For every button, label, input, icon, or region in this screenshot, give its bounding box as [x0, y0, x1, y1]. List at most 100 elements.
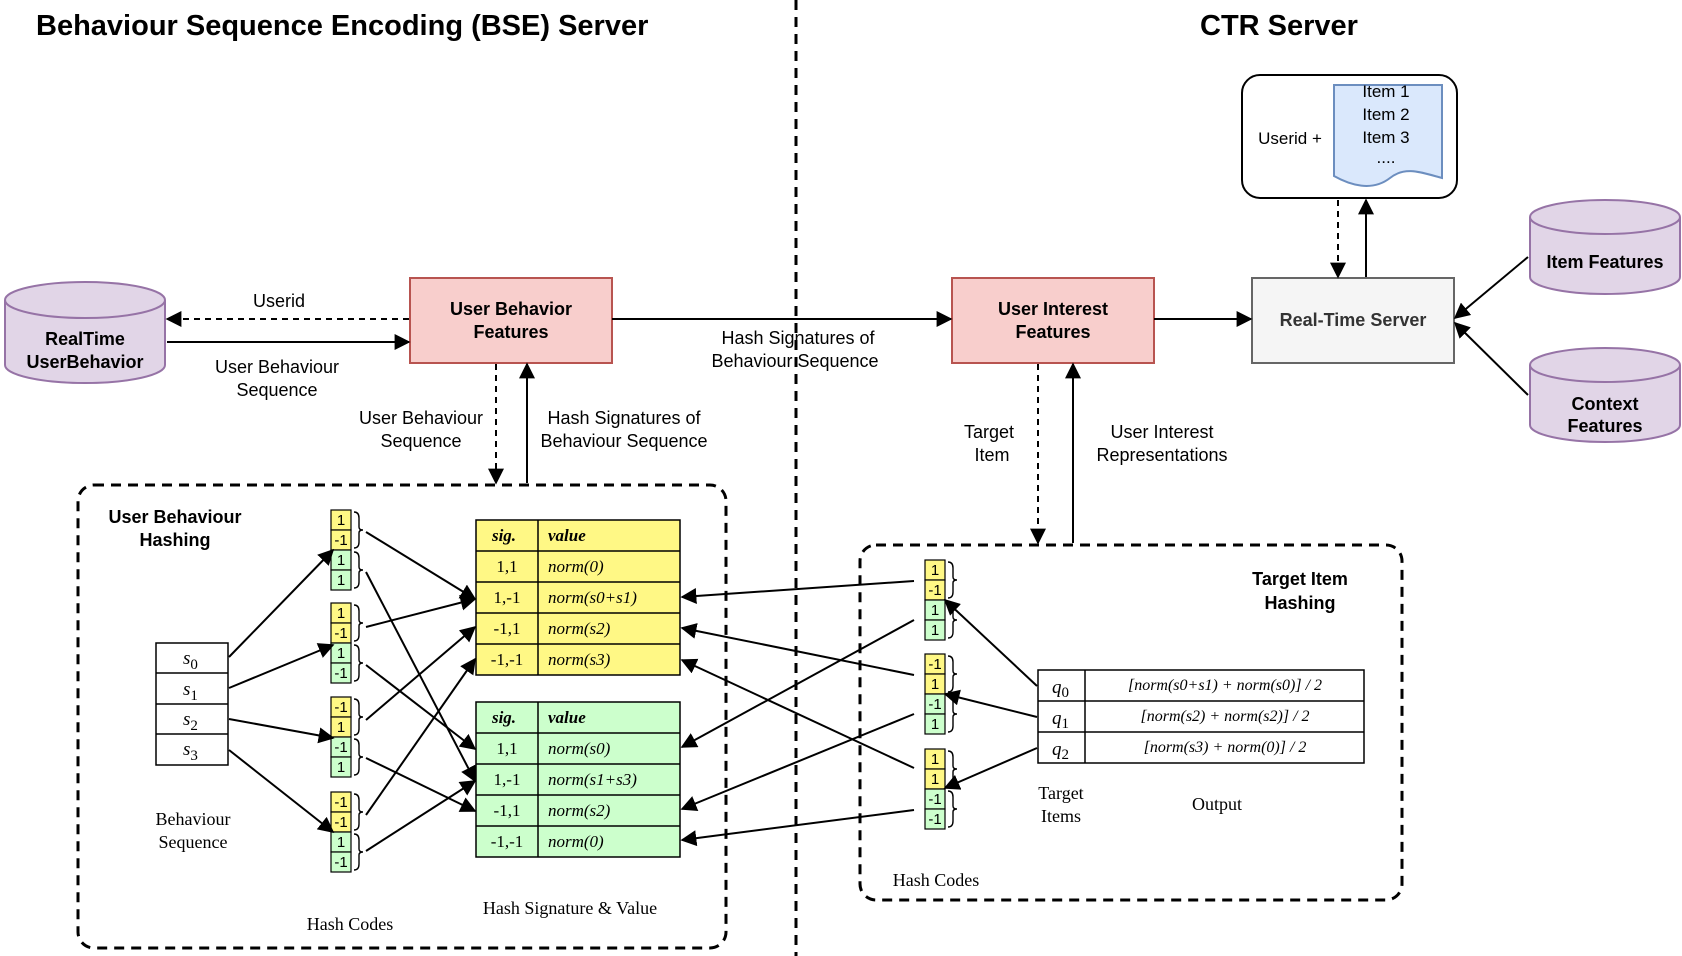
user-behavior-features-node: User Behavior Features — [409, 277, 613, 364]
value-header: value — [548, 526, 586, 545]
svg-text:s3: s3 — [183, 739, 198, 764]
tih-hash-code-column-2: 1 1 -1 -1 — [924, 748, 958, 830]
hash-code-cell: 1 — [931, 716, 939, 733]
behaviour-sequence-label: Behaviour — [156, 809, 231, 829]
brace — [353, 738, 364, 776]
hash-code-cell: 1 — [337, 719, 345, 736]
hash-code-cell: -1 — [928, 811, 941, 828]
item-features-db: Item Features — [1529, 199, 1681, 295]
svg-text:Real-Time Server: Real-Time Server — [1280, 310, 1427, 330]
sig-cell: -1,-1 — [491, 832, 524, 851]
hash-code-cell: 1 — [931, 751, 939, 768]
value-cell: norm(s1+s3) — [548, 770, 637, 789]
brace — [353, 793, 364, 831]
hashing-arrows — [228, 531, 1038, 852]
label-user-interest-representations: User Interest — [1110, 422, 1213, 442]
ubh-hash-codes-label: Hash Codes — [307, 914, 394, 934]
target-item-q2: q2 — [1052, 739, 1069, 763]
tih-hash-codes-label: Hash Codes — [893, 870, 980, 890]
target-output-table: q0 q1 q2 [norm(s0+s1) + norm(s0)] / 2 [n… — [1037, 669, 1365, 764]
sig-cell: 1,-1 — [494, 588, 521, 607]
output-label: Output — [1192, 794, 1242, 814]
user-behaviour-hashing-group — [76, 483, 728, 950]
label-hash-signatures-top: Hash Signatures of — [721, 328, 875, 348]
hash-code-cell: 1 — [931, 771, 939, 788]
hash-code-cell: -1 — [928, 582, 941, 599]
svg-text:Behaviour Sequence: Behaviour Sequence — [540, 431, 707, 451]
hash-code-cell: 1 — [337, 512, 345, 529]
behaviour-sequence-table: s0 s1 s2 s3 — [155, 642, 229, 766]
value-cell: norm(0) — [548, 557, 604, 576]
svg-text:Representations: Representations — [1096, 445, 1227, 465]
hash-code-cell: 1 — [931, 676, 939, 693]
svg-text:s2: s2 — [183, 709, 198, 734]
sig-cell: -1,-1 — [491, 650, 524, 669]
svg-text:Item Features: Item Features — [1546, 252, 1663, 272]
hash-code-cell: -1 — [334, 699, 347, 716]
brace — [353, 551, 364, 589]
svg-text:Behaviour Sequence: Behaviour Sequence — [711, 351, 878, 371]
hash-code-cell: 1 — [337, 572, 345, 589]
svg-text:Sequence: Sequence — [236, 380, 317, 400]
svg-text:Userid +: Userid + — [1258, 129, 1322, 148]
hash-code-cell: 1 — [337, 605, 345, 622]
label-user-behaviour-sequence-down: User Behaviour — [359, 408, 483, 428]
hash-code-cell: -1 — [334, 794, 347, 811]
sig-cell: -1,1 — [494, 619, 521, 638]
ubh-hash-code-column-3: -1 -1 1 -1 — [330, 791, 364, 873]
output-q2: [norm(s3) + norm(0)] / 2 — [1144, 739, 1307, 756]
edge-context-features — [1453, 321, 1529, 396]
brace — [353, 604, 364, 642]
hash-code-cell: 1 — [337, 552, 345, 569]
brace — [353, 833, 364, 871]
realtime-userbehavior-db: RealTime UserBehavior — [4, 281, 166, 384]
value-cell: norm(s0+s1) — [548, 588, 637, 607]
brace — [947, 790, 958, 828]
svg-text:UserBehavior: UserBehavior — [26, 352, 143, 372]
svg-text:Sequence: Sequence — [159, 832, 228, 852]
hash-code-cell: 1 — [337, 834, 345, 851]
ubh-hash-code-column-2: -11-11 — [330, 696, 364, 778]
target-item-hashing-group — [858, 543, 1404, 902]
svg-text:Features: Features — [1567, 416, 1642, 436]
hash-signature-value-label: Hash Signature & Value — [483, 898, 657, 918]
context-features-db: Context Features — [1529, 347, 1681, 443]
svg-text:Features: Features — [473, 322, 548, 342]
svg-text:s0: s0 — [183, 648, 198, 673]
output-q1: [norm(s2) + norm(s2)] / 2 — [1140, 708, 1309, 725]
hash-code-cell: -1 — [334, 532, 347, 549]
hash-code-cell: -1 — [334, 665, 347, 682]
value-cell: norm(s2) — [548, 801, 611, 820]
brace — [353, 698, 364, 736]
hash-code-cell: 1 — [337, 759, 345, 776]
edge-item-features — [1453, 256, 1529, 320]
brace — [353, 511, 364, 549]
ctr-server-title: CTR Server — [1200, 10, 1358, 42]
value-cell: norm(0) — [548, 832, 604, 851]
brace — [353, 644, 364, 682]
svg-text:s1: s1 — [183, 679, 198, 704]
bse-server-title: Behaviour Sequence Encoding (BSE) Server — [36, 10, 648, 42]
value-header: value — [548, 708, 586, 727]
value-cell: norm(s2) — [548, 619, 611, 638]
sig-cell: -1,1 — [494, 801, 521, 820]
value-cell: norm(s0) — [548, 739, 611, 758]
ranked-items-output-box: Userid + Item 1 Item 2 Item 3 .... — [1241, 74, 1458, 199]
label-target-item: Target — [964, 422, 1014, 442]
hash-code-cell: 1 — [931, 602, 939, 619]
brace — [947, 655, 958, 693]
svg-text:Hashing: Hashing — [139, 530, 210, 550]
svg-text:Item 1: Item 1 — [1362, 82, 1409, 101]
hash-code-cell: -1 — [334, 814, 347, 831]
hash-code-cell: -1 — [334, 625, 347, 642]
tih-title: Target Item — [1252, 569, 1348, 589]
svg-text:Item: Item — [974, 445, 1009, 465]
hash-code-cell: -1 — [334, 854, 347, 871]
hash-code-cell: -1 — [928, 656, 941, 673]
target-item-q0: q0 — [1052, 677, 1069, 701]
sig-header: sig. — [491, 526, 516, 545]
hash-code-cell: -1 — [928, 791, 941, 808]
realtime-server-node: Real-Time Server — [1251, 277, 1455, 364]
output-q0: [norm(s0+s1) + norm(s0)] / 2 — [1128, 677, 1322, 694]
